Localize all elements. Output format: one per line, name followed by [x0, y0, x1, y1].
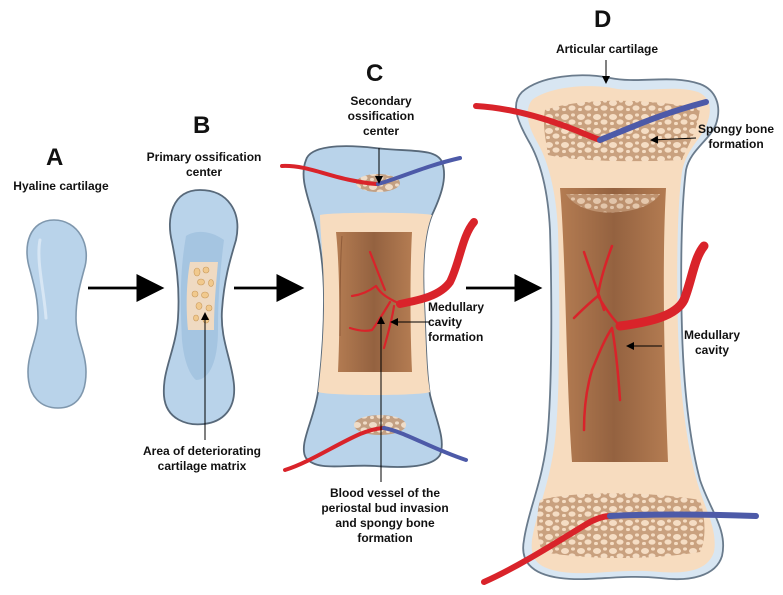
- label-blood-vessel-periostal-bud: Blood vessel of the periostal bud invasi…: [310, 486, 460, 546]
- label-primary-ossification-center: Primary ossification center: [134, 150, 274, 180]
- label-deteriorating-cartilage-matrix: Area of deteriorating cartilage matrix: [124, 444, 280, 474]
- stage-letter-a: A: [46, 144, 63, 172]
- label-hyaline-cartilage: Hyaline cartilage: [5, 179, 117, 194]
- label-medullary-cavity: Medullary cavity: [664, 328, 760, 358]
- label-secondary-ossification-center: Secondary ossification center: [326, 94, 436, 139]
- label-spongy-bone-formation: Spongy bone formation: [690, 122, 782, 152]
- label-articular-cartilage: Articular cartilage: [540, 42, 674, 57]
- label-medullary-cavity-formation: Medullary cavity formation: [428, 300, 528, 345]
- stage-letter-d: D: [594, 6, 611, 34]
- stage-b-bone: [164, 190, 238, 424]
- stage-a-cartilage: [27, 220, 86, 408]
- stage-letter-c: C: [366, 60, 383, 88]
- stage-letter-b: B: [193, 112, 210, 140]
